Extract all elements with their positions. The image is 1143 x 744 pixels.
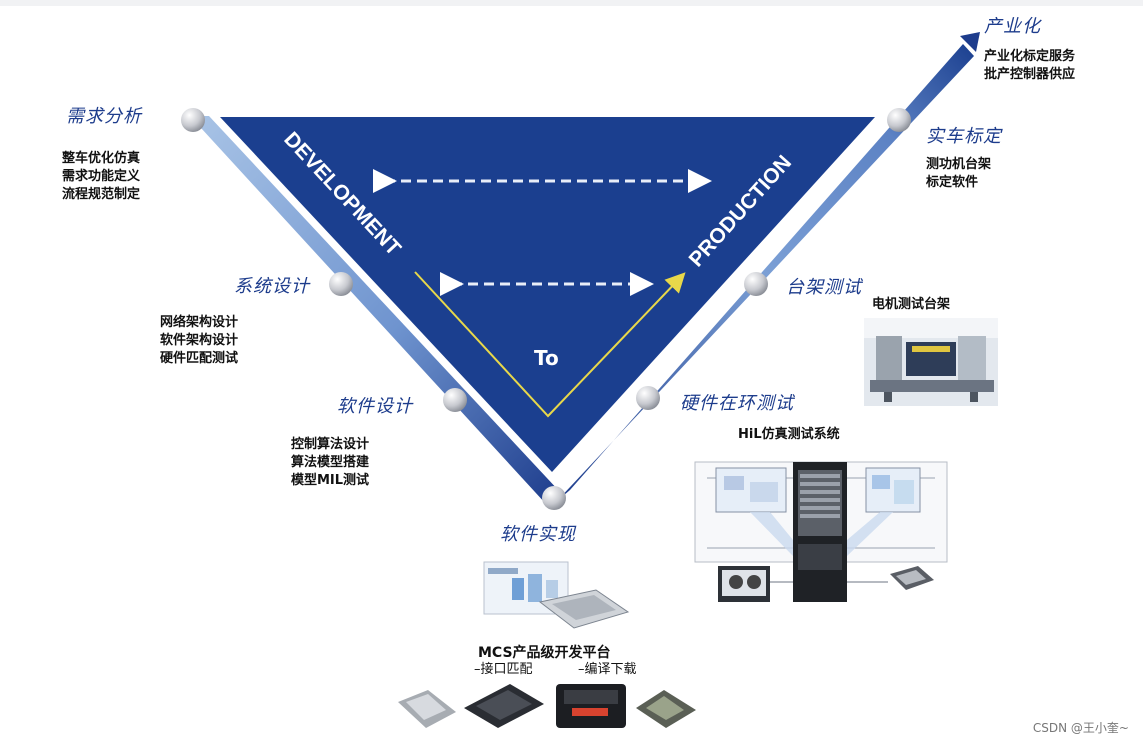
requirements-item: 流程规范制定	[62, 187, 141, 202]
node-vehicle-calibration	[887, 108, 911, 132]
stage-title-industrialization: 产业化	[984, 16, 1041, 37]
watermark: CSDN @王小奎~	[1032, 721, 1129, 735]
vehicle-calibration-items: 测功机台架 标定软件	[926, 156, 991, 192]
vehicle-calibration-item: 测功机台架	[926, 157, 992, 172]
industrialization-items: 产业化标定服务 批产控制器供应	[984, 48, 1075, 84]
system-design-items: 网络架构设计 软件架构设计 硬件匹配测试	[160, 314, 238, 368]
requirements-items: 整车优化仿真 需求功能定义 流程规范制定	[62, 150, 140, 204]
requirements-item: 整车优化仿真	[62, 151, 141, 166]
vehicle-calibration-item: 标定软件	[926, 175, 979, 190]
node-system-design	[329, 272, 353, 296]
software-design-item: 模型MIL测试	[291, 473, 370, 488]
industrialization-item: 产业化标定服务	[984, 49, 1076, 64]
stage-title-bench-test: 台架测试	[786, 277, 862, 298]
software-design-item: 控制算法设计	[291, 437, 370, 452]
stage-title-hil-test: 硬件在环测试	[680, 393, 794, 414]
node-hil-test	[636, 386, 660, 410]
system-design-item: 网络架构设计	[160, 315, 239, 330]
bench-caption: 电机测试台架	[872, 297, 951, 312]
platform-feature-compile: –编译下载	[578, 662, 637, 677]
motor-bench-photo	[864, 318, 998, 406]
left-arm	[190, 116, 560, 504]
software-design-items: 控制算法设计 算法模型搭建 模型MIL测试	[291, 436, 369, 490]
platform-title: MCS产品级开发平台	[478, 645, 611, 661]
software-design-item: 算法模型搭建	[291, 455, 370, 470]
industrialization-arrow	[960, 32, 980, 52]
requirements-item: 需求功能定义	[62, 169, 141, 184]
stage-title-requirements: 需求分析	[66, 106, 142, 127]
to-label: To	[534, 346, 559, 370]
system-design-item: 软件架构设计	[160, 333, 239, 348]
stage-title-system-design: 系统设计	[234, 276, 310, 297]
hil-caption: HiL仿真测试系统	[738, 427, 840, 442]
industrialization-item: 批产控制器供应	[984, 67, 1076, 82]
right-arm	[556, 44, 974, 502]
platform-feature-interface: –接口匹配	[474, 662, 533, 677]
top-border	[0, 0, 1143, 6]
node-software-design	[443, 388, 467, 412]
yellow-v-path	[414, 271, 686, 418]
node-bench-test	[744, 272, 768, 296]
stage-title-vehicle-calibration: 实车标定	[926, 126, 1002, 147]
stage-title-implementation: 软件实现	[500, 524, 576, 545]
stage-title-software-design: 软件设计	[337, 396, 413, 417]
system-design-item: 硬件匹配测试	[160, 351, 239, 366]
mcs-platform-photo	[483, 561, 630, 629]
hil-system-photo	[694, 461, 948, 602]
node-requirements	[181, 108, 205, 132]
node-implementation	[542, 486, 566, 510]
controllers-photo	[398, 684, 696, 728]
